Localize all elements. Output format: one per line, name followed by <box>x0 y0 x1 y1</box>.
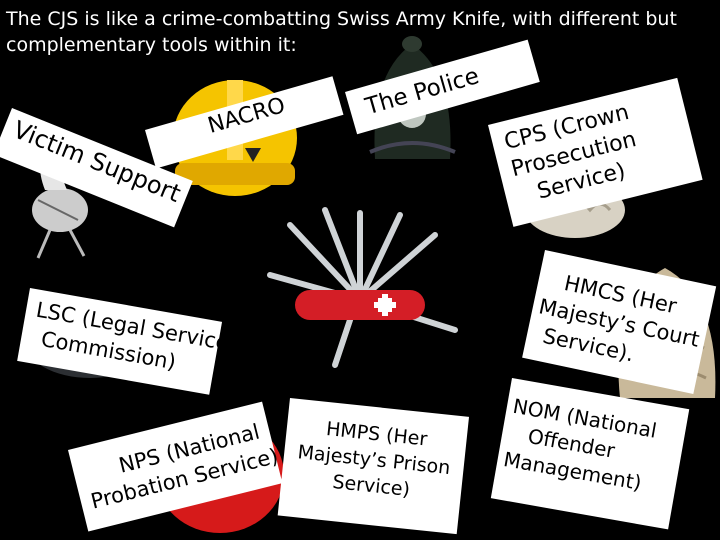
swiss-army-knife-icon <box>267 207 458 368</box>
intro-text: The CJS is like a crime-combatting Swiss… <box>6 8 677 56</box>
hmps-card: HMPS (Her Majesty’s Prison Service) <box>277 398 470 535</box>
cps-card: CPS (Crown Prosecution Service) <box>488 77 703 227</box>
